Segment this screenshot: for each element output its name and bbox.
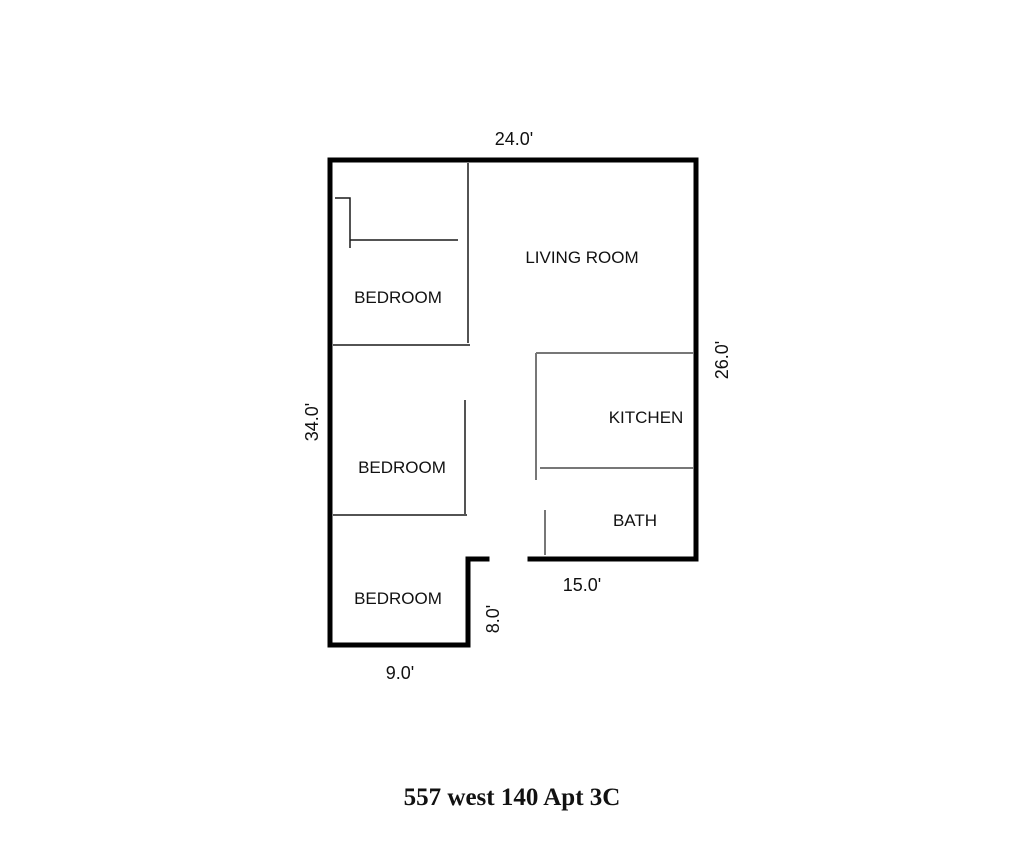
bedroom-middle-label: BEDROOM — [358, 458, 446, 477]
living-room-label: LIVING ROOM — [525, 248, 638, 267]
notch-height-dimension: 8.0' — [483, 605, 503, 633]
bedroom-top-label: BEDROOM — [354, 288, 442, 307]
right-height-dimension: 26.0' — [712, 341, 732, 379]
bottom-left-width-dimension: 9.0' — [386, 663, 414, 683]
bedroom-bottom-label: BEDROOM — [354, 589, 442, 608]
bath-label: BATH — [613, 511, 657, 530]
kitchen-label: KITCHEN — [609, 408, 684, 427]
interior-walls — [333, 163, 694, 555]
left-height-dimension: 34.0' — [302, 403, 322, 441]
exterior-walls — [327, 157, 699, 648]
address-caption: 557 west 140 Apt 3C — [403, 784, 621, 811]
top-width-dimension: 24.0' — [495, 129, 533, 149]
bottom-right-width-dimension: 15.0' — [563, 575, 601, 595]
